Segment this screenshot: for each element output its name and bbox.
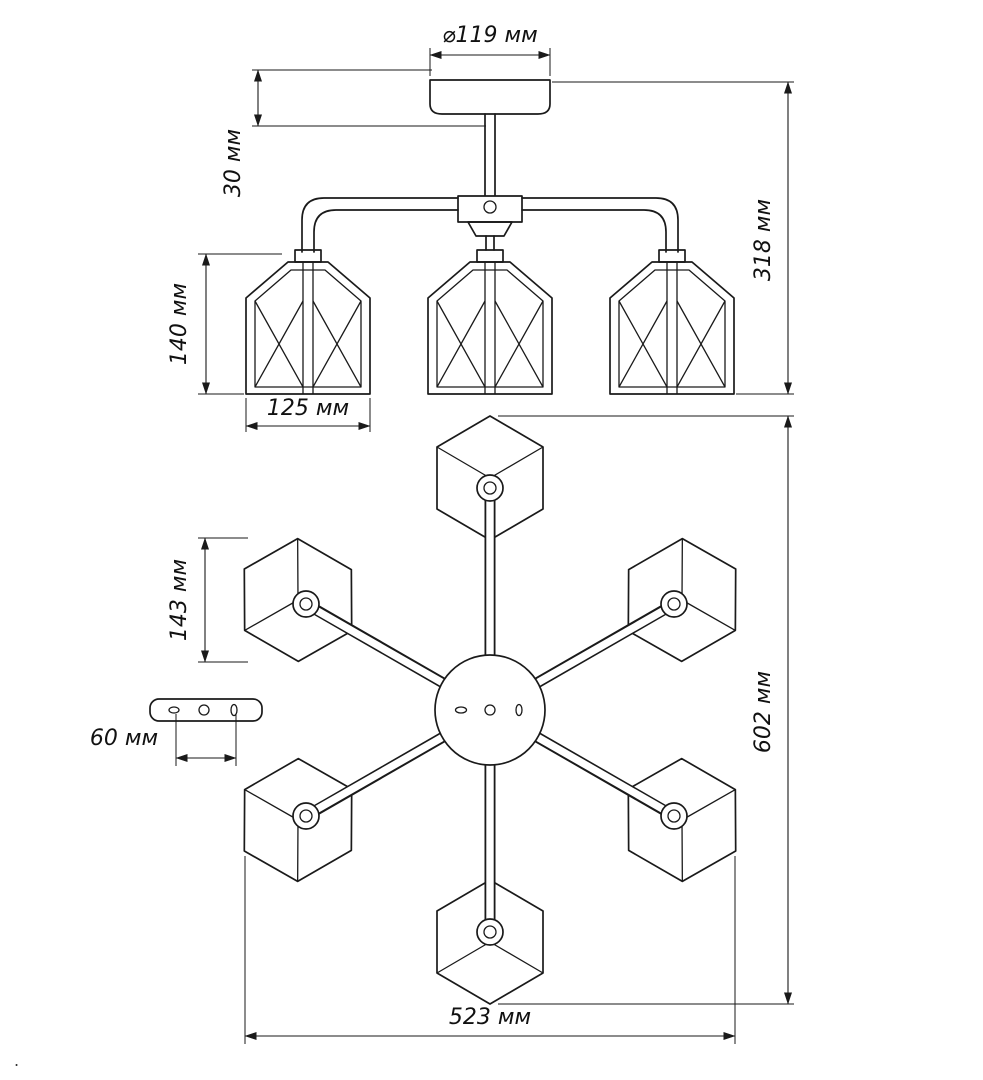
mounting-bracket: [149, 698, 263, 722]
hub-body: [457, 195, 523, 251]
central-body: [434, 654, 546, 766]
dim-fixture-height: 318 мм: [552, 81, 794, 395]
shade-left: [245, 249, 371, 395]
dim-shade-width: 125 мм: [245, 396, 371, 432]
plan-view: 143 мм 60 мм 602 мм 523 мм: [90, 415, 794, 1044]
dim-label-bracket-holes: 60 мм: [90, 726, 158, 751]
dim-label-fixture-height: 318 мм: [751, 199, 776, 281]
dim-label-plan-width: 523 мм: [449, 1005, 531, 1030]
dim-label-canopy-height: 30 мм: [221, 129, 246, 197]
shade-center: [427, 249, 553, 395]
dim-canopy-height: 30 мм: [221, 69, 486, 197]
dim-bracket-holes: 60 мм: [90, 714, 237, 766]
dim-plan-width: 523 мм: [244, 856, 736, 1044]
dim-plan-height: 602 мм: [498, 415, 794, 1005]
ceiling-cap: [429, 79, 551, 115]
dim-label-cube-size: 143 мм: [167, 559, 192, 641]
downrod: [484, 113, 496, 197]
dim-shade-height: 140 мм: [167, 253, 282, 395]
dim-label-plan-height: 602 мм: [751, 671, 776, 753]
dim-label-shade-width: 125 мм: [267, 396, 349, 421]
dim-cube-size: 143 мм: [167, 537, 248, 663]
arm-left: [301, 197, 459, 253]
arm-right: [521, 197, 679, 253]
stray-dot: .: [14, 1051, 19, 1070]
shade-right: [609, 249, 735, 395]
dim-label-cap-diameter: ⌀119 мм: [442, 23, 537, 48]
side-view: ⌀119 мм 30 мм 318 мм 140 мм 125 мм: [167, 23, 794, 432]
lamp-holders: [292, 474, 688, 946]
dim-cap-diameter: ⌀119 мм: [429, 23, 551, 76]
dim-label-shade-height: 140 мм: [167, 283, 192, 365]
